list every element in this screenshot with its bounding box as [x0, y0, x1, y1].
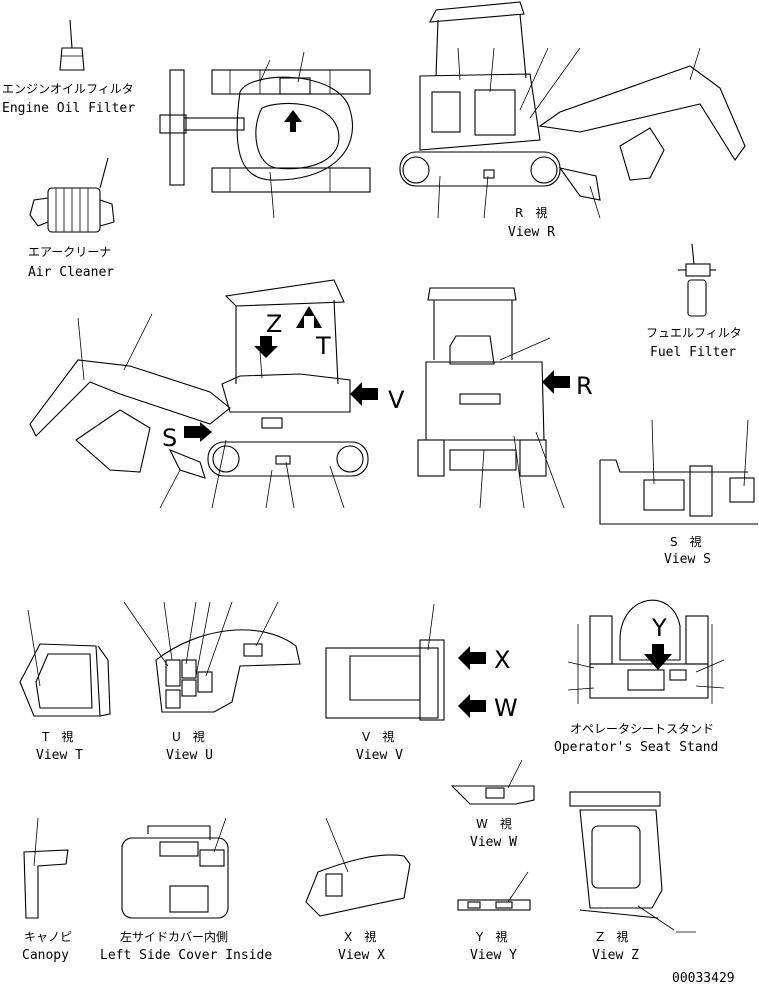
air-cleaner-label-jp: エアークリーナ [28, 245, 111, 259]
air-cleaner-icon [29, 157, 115, 233]
fuel-filter-icon [678, 243, 716, 317]
left-side-cover-label-jp: 左サイドカバー内側 [120, 929, 228, 944]
view-t-label: View T [36, 748, 83, 763]
view-x-label-jp: X 視 [344, 929, 376, 944]
view-y-label-jp: Y 視 [475, 929, 507, 944]
machine-rear-view [417, 287, 570, 509]
canopy-label-jp: キャノピ [24, 930, 72, 944]
machine-left-view [29, 279, 378, 509]
view-u-label: View U [166, 748, 213, 763]
view-marker-w: W [494, 694, 518, 722]
view-v-label-jp: V 視 [362, 729, 394, 744]
view-marker-y: Y [651, 614, 667, 642]
engine-oil-filter-label: Engine Oil Filter [2, 101, 135, 116]
view-x-detail [305, 817, 411, 917]
left-side-cover-detail [121, 817, 229, 919]
view-z-label: View Z [592, 948, 639, 963]
view-s-label-jp: S 視 [670, 534, 702, 549]
view-marker-s: S [162, 424, 177, 452]
engine-oil-filter-label-jp: エンジンオイルフィルタ [2, 82, 134, 96]
view-w-detail [450, 759, 535, 805]
view-t-detail [19, 609, 111, 717]
fuel-filter-label: Fuel Filter [650, 345, 736, 360]
operator-seat-stand-detail [567, 599, 725, 704]
view-z-label-jp: Z 視 [596, 929, 628, 944]
view-z-detail [569, 791, 696, 933]
view-y-label: View Y [470, 948, 517, 963]
air-cleaner-label: Air Cleaner [28, 265, 114, 280]
view-r-label-jp: R 視 [515, 205, 547, 220]
operator-seat-stand-label: Operator's Seat Stand [554, 740, 718, 755]
view-marker-x: X [494, 646, 510, 674]
view-t-label-jp: T 視 [41, 729, 73, 744]
view-v-detail [325, 603, 486, 721]
drawing-number: 00033429 [672, 971, 735, 986]
view-v-label: View V [356, 748, 403, 763]
view-u-label-jp: U 視 [172, 729, 205, 744]
canopy-detail [23, 817, 69, 919]
view-w-label-jp: W 視 [476, 816, 512, 831]
view-marker-r: R [576, 372, 593, 400]
view-s-label: View S [664, 552, 711, 567]
view-marker-z: Z [266, 310, 282, 338]
view-r-label: View R [508, 225, 555, 240]
fuel-filter-label-jp: フュエルフィルタ [646, 326, 742, 340]
canopy-label: Canopy [22, 948, 69, 963]
view-w-label: View W [470, 835, 517, 850]
machine-top-view [159, 51, 371, 219]
view-r-machine [399, 1, 746, 219]
view-marker-t: T [315, 332, 331, 360]
view-s-detail [599, 419, 758, 525]
view-u-detail [123, 601, 301, 713]
operator-seat-stand-label-jp: オペレータシートスタンド [570, 722, 714, 736]
view-y-detail [457, 871, 531, 911]
left-side-cover-label: Left Side Cover Inside [100, 948, 272, 963]
view-x-label: View X [338, 948, 385, 963]
engine-oil-filter-icon [59, 19, 85, 71]
view-marker-v: V [388, 386, 405, 414]
